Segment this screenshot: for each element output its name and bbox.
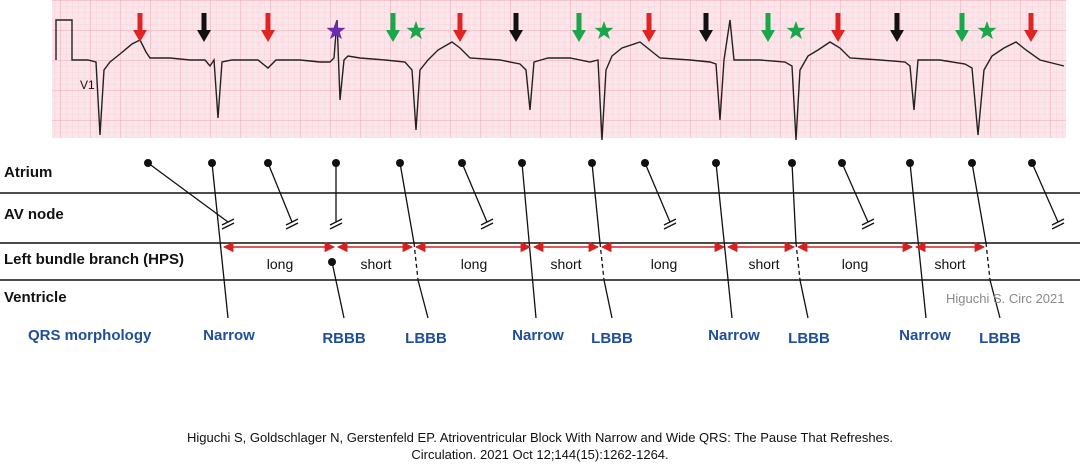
row-label-left-bundle-branch: Left bundle branch (HPS) [4, 251, 184, 268]
conduction-line [971, 162, 987, 244]
down-arrow-icon [572, 13, 586, 42]
conduction-line [791, 162, 797, 244]
down-arrow-icon [133, 13, 147, 42]
down-arrow-icon [261, 13, 275, 42]
citation-line-2: Circulation. 2021 Oct 12;144(15):1262-12… [411, 447, 669, 462]
conduction-line [221, 218, 235, 226]
star-icon [326, 21, 346, 40]
conduction-line [985, 242, 991, 281]
down-arrow-icon [955, 13, 969, 42]
interval-label: short [547, 256, 585, 272]
row-label-ventricle: Ventricle [4, 289, 67, 306]
down-arrow-icon [386, 13, 400, 42]
conduction-line [715, 162, 733, 319]
interval-label: long [457, 256, 491, 272]
conduction-line [480, 218, 494, 226]
conduction-line [221, 222, 235, 230]
conduction-line [413, 242, 419, 281]
conduction-line [417, 279, 429, 319]
conduction-line [989, 279, 1001, 319]
down-arrow-icon [1024, 13, 1038, 42]
conduction-line [461, 162, 488, 223]
ecg-markers [133, 13, 1038, 42]
conduction-line [267, 162, 293, 223]
qrs-label: LBBB [788, 330, 830, 347]
row-label-atrium: Atrium [4, 164, 53, 181]
conduction-line [909, 162, 927, 319]
qrs-label: LBBB [591, 330, 633, 347]
conduction-line [663, 222, 677, 230]
down-arrow-icon [890, 13, 904, 42]
conduction-line [521, 162, 537, 319]
conduction-line [147, 162, 229, 223]
star-icon [786, 21, 806, 40]
qrs-label: LBBB [405, 330, 447, 347]
down-arrow-icon [453, 13, 467, 42]
qrs-morphology-title: QRS morphology [28, 327, 152, 344]
conduction-line [285, 218, 299, 226]
conduction-line [329, 222, 343, 230]
ecg-trace [55, 19, 1065, 141]
conduction-line [591, 162, 601, 244]
down-arrow-icon [699, 13, 713, 42]
conduction-line [603, 279, 613, 319]
interval-label: long [263, 256, 297, 272]
down-arrow-icon [509, 13, 523, 42]
citation-line-1: Higuchi S, Goldschlager N, Gerstenfeld E… [187, 430, 893, 445]
conduction-line [861, 222, 875, 230]
conduction-line [285, 222, 299, 230]
conduction-line [480, 222, 494, 230]
qrs-label: RBBB [322, 330, 366, 347]
qrs-label: LBBB [979, 330, 1021, 347]
down-arrow-icon [642, 13, 656, 42]
down-arrow-icon [197, 13, 211, 42]
lead-label: V1 [80, 78, 95, 92]
star-icon [406, 21, 426, 40]
watermark: Higuchi S. Circ 2021 [946, 291, 1065, 306]
conduction-lines [144, 159, 1065, 319]
star-icon [977, 21, 997, 40]
conduction-line [1051, 222, 1065, 230]
qrs-label: Narrow [899, 327, 951, 344]
interval-label: short [357, 256, 395, 272]
conduction-line [663, 218, 677, 226]
interval-label: short [931, 256, 969, 272]
interval-label: long [647, 256, 681, 272]
down-arrow-icon [761, 13, 775, 42]
conduction-line [644, 162, 671, 223]
row-label-av-node: AV node [4, 206, 64, 223]
conduction-line [1031, 162, 1059, 223]
qrs-label: Narrow [203, 327, 255, 344]
conduction-line [399, 162, 415, 244]
conduction-line [329, 218, 343, 226]
interval-label: short [745, 256, 783, 272]
qrs-label: Narrow [708, 327, 760, 344]
conduction-line [861, 218, 875, 226]
conduction-line [331, 261, 345, 319]
down-arrow-icon [831, 13, 845, 42]
conduction-line [799, 279, 809, 319]
conduction-line [795, 242, 801, 281]
conduction-line [599, 242, 605, 281]
conduction-line [1051, 218, 1065, 226]
qrs-label: Narrow [512, 327, 564, 344]
conduction-line [841, 162, 869, 223]
star-icon [594, 21, 614, 40]
interval-label: long [838, 256, 872, 272]
conduction-line [211, 162, 229, 319]
